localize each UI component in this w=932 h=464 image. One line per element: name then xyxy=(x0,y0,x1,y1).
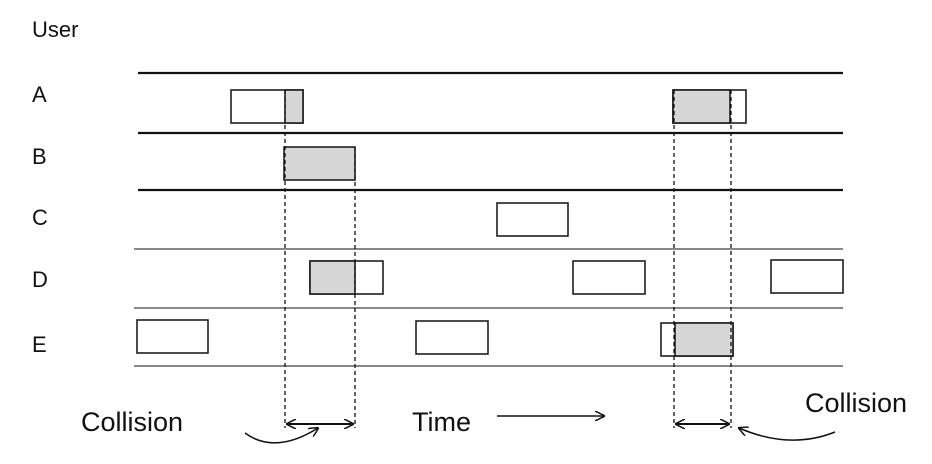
time-label: Time xyxy=(412,407,471,437)
row-label-d: D xyxy=(32,267,48,292)
row-label-b: B xyxy=(32,144,47,169)
row-label-c: C xyxy=(32,205,48,230)
collided-packet-part xyxy=(672,89,731,124)
row-d-packets xyxy=(309,259,844,295)
user-axis-label: User xyxy=(32,17,78,42)
collision-boundaries xyxy=(284,90,732,428)
packet xyxy=(415,320,489,355)
collided-packet-part xyxy=(309,260,356,295)
row-label-a: A xyxy=(32,82,47,107)
collision-label-left: Collision xyxy=(81,407,183,437)
row-separators xyxy=(134,71,843,367)
packet xyxy=(770,259,844,294)
row-e-packets xyxy=(136,319,734,357)
packet xyxy=(572,260,646,295)
row-b-packets xyxy=(283,146,356,181)
collided-packet xyxy=(283,146,356,181)
collision-label-right: Collision xyxy=(805,388,907,418)
right-collision-pointer xyxy=(739,428,836,441)
row-a-packets xyxy=(230,89,747,124)
packet xyxy=(496,202,569,237)
collided-packet-part xyxy=(284,89,304,124)
row-label-e: E xyxy=(32,332,47,357)
row-c-packets xyxy=(496,202,569,237)
collided-packet-part xyxy=(674,322,734,357)
left-collision-pointer xyxy=(244,428,318,444)
packet xyxy=(136,319,209,354)
